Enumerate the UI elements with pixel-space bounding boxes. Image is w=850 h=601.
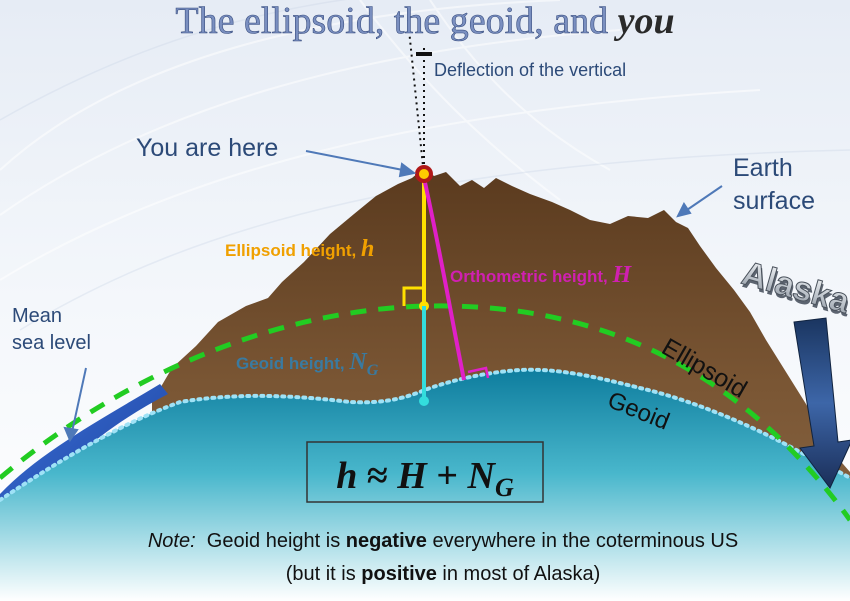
page-title: The ellipsoid, the geoid, and you [175,0,674,42]
earth-surface-label-line2: surface [733,187,815,215]
orthometric-height-label: Orthometric height, H [450,262,632,288]
geoid-height-label: Geoid height, NG [236,349,379,379]
you-are-here-label: You are here [136,134,278,162]
background-swirls-2 [0,0,850,331]
geoid-line [0,367,850,502]
alaska-arrow [793,317,850,489]
sea-edge [0,384,168,540]
earth-surface-label-line1: Earth [733,154,793,182]
deflection-label: Deflection of the vertical [434,60,626,80]
geoid-point [419,396,429,406]
orthometric-height-line [422,177,466,381]
orthometric-right-angle [467,366,490,379]
mean-sea-level-label-line2: sea level [12,332,91,354]
note-line-2: (but it is positive in most of Alaska) [286,563,601,585]
you-are-here-marker-inner [419,169,429,179]
formula-box [306,441,544,503]
deflection-line-tilted [407,19,425,177]
formula: h ≈ H + NG [336,455,514,502]
ellipsoid-height-label: Ellipsoid height, h [225,236,374,262]
note-line-1: Note: Geoid height is negative everywher… [148,530,738,552]
background-swirls [0,0,761,281]
ellipsoid-line [0,303,850,522]
pointer-arrows [63,150,723,443]
geoid-body [0,369,850,601]
ellipsoid-right-angle [402,286,424,306]
mean-sea-level-label-line1: Mean [12,305,62,327]
